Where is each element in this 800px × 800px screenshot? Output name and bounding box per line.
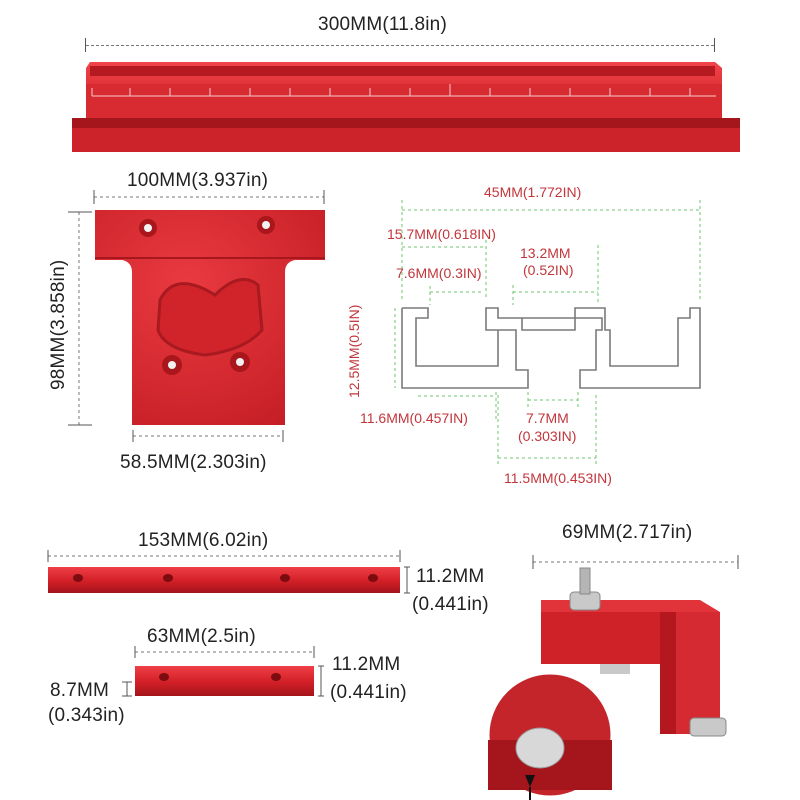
t-track	[72, 62, 740, 152]
track-length-label: 300MM(11.8in)	[318, 14, 447, 35]
plate-height-label: 98MM(3.858in)	[48, 259, 69, 390]
profile-width-label: 45MM(1.772IN)	[484, 184, 582, 200]
track-length-dimension-line	[86, 45, 714, 46]
track-dim-tick-left	[85, 38, 86, 52]
profile-d-label: 11.6MM(0.457IN)	[360, 410, 468, 426]
bar-short-thickness-label-1: 8.7MM	[50, 680, 110, 701]
bar-short-height-label-2: (0.441in)	[330, 682, 407, 703]
profile-f-label: 11.5MM(0.453IN)	[504, 470, 612, 486]
profile-b-label: 7.6MM(0.3IN)	[396, 265, 482, 281]
bar-short-height-label-1: 11.2MM	[332, 654, 401, 675]
miter-bar-long	[48, 567, 400, 593]
profile-c-label-2: (0.52IN)	[523, 262, 574, 278]
plate-bottom-label: 58.5MM(2.303in)	[120, 452, 267, 473]
bar-long-height-label-2: (0.441in)	[412, 594, 489, 615]
flip-stop	[541, 567, 727, 737]
stop-width-label: 69MM(2.717in)	[562, 522, 693, 543]
plate-width-label: 100MM(3.937in)	[127, 170, 269, 191]
bar-long-height-label-1: 11.2MM	[416, 566, 485, 587]
track-dim-tick-right	[714, 38, 715, 52]
bar-short-length-label: 63MM(2.5in)	[147, 626, 256, 647]
bar-long-length-label: 153MM(6.02in)	[138, 530, 269, 551]
t-plate	[95, 210, 325, 425]
bar-short-thickness-label-2: (0.343in)	[48, 705, 125, 726]
miter-bar-short	[135, 666, 314, 696]
ruler-scale	[91, 84, 716, 97]
profile-c-label-1: 13.2MM	[520, 245, 571, 261]
profile-e-label-1: 7.7MM	[526, 410, 569, 426]
zoom-detail-circle	[486, 671, 614, 800]
profile-height-label: 12.5MM(0.5IN)	[346, 304, 362, 398]
profile-a-label: 15.7MM(0.618IN)	[387, 226, 496, 242]
profile-e-label-2: (0.303IN)	[518, 428, 577, 444]
track-profile	[401, 307, 701, 389]
